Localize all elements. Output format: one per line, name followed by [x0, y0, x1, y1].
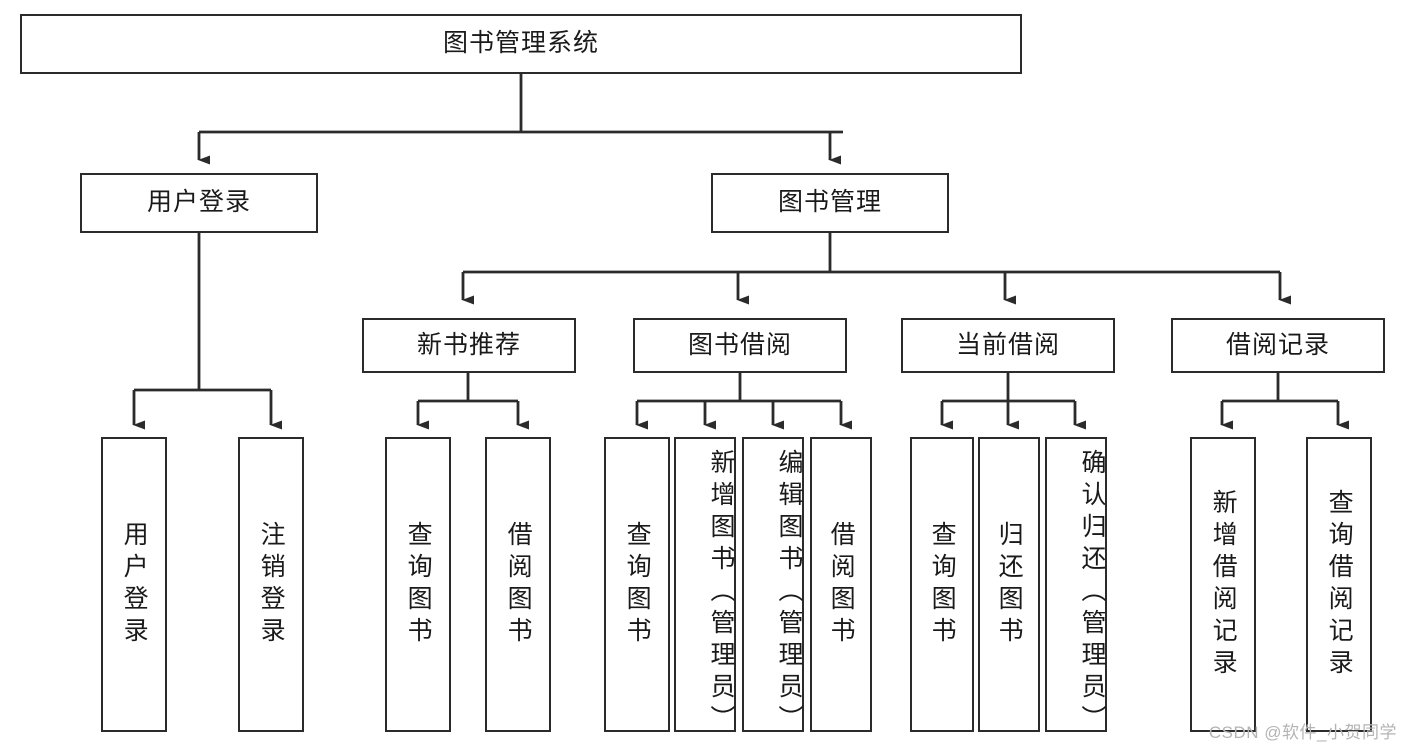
node-label: 借阅图书: [827, 520, 856, 649]
leaf-borrow-book-borrow[interactable]: 借阅图书: [810, 437, 872, 732]
node-label: 用户登录: [146, 188, 251, 217]
leaf-edit-book-admin[interactable]: 编辑图书（管理员）: [742, 437, 804, 737]
node-user-login[interactable]: 用户登录: [80, 173, 318, 233]
node-borrow-record[interactable]: 借阅记录: [1171, 318, 1385, 373]
leaf-return-book[interactable]: 归还图书: [978, 437, 1040, 732]
node-current-borrow[interactable]: 当前借阅: [901, 318, 1115, 373]
node-label: 查询图书: [404, 520, 433, 649]
leaf-add-borrow-record[interactable]: 新增借阅记录: [1190, 437, 1256, 732]
node-label: 图书借阅: [687, 330, 792, 359]
leaf-query-book-recommend[interactable]: 查询图书: [385, 437, 451, 732]
node-label: 新增借阅记录: [1209, 488, 1238, 681]
node-label: 注销登录: [257, 520, 286, 649]
node-label: 当前借阅: [955, 330, 1060, 359]
leaf-query-borrow-record[interactable]: 查询借阅记录: [1306, 437, 1372, 732]
leaf-query-book-borrow[interactable]: 查询图书: [604, 437, 670, 732]
leaf-borrow-book-recommend[interactable]: 借阅图书: [485, 437, 551, 732]
node-label: 归还图书: [995, 520, 1024, 649]
leaf-user-logout[interactable]: 注销登录: [238, 437, 304, 732]
node-label: 新增图书（管理员）: [707, 449, 735, 737]
node-book-management-system[interactable]: 图书管理系统: [20, 14, 1022, 74]
node-label: 查询图书: [928, 520, 957, 649]
node-label: 图书管理系统: [442, 29, 599, 58]
leaf-query-book-current[interactable]: 查询图书: [910, 437, 974, 732]
leaf-confirm-return-admin[interactable]: 确认归还（管理员）: [1045, 437, 1107, 737]
node-label: 查询图书: [623, 520, 652, 649]
node-label: 确认归还（管理员）: [1078, 449, 1106, 737]
node-label: 用户登录: [120, 520, 149, 649]
leaf-add-book-admin[interactable]: 新增图书（管理员）: [674, 437, 736, 737]
node-label: 查询借阅记录: [1325, 488, 1354, 681]
node-book-management[interactable]: 图书管理: [711, 173, 949, 233]
node-label: 编辑图书（管理员）: [775, 449, 803, 737]
node-label: 新书推荐: [416, 330, 521, 359]
node-label: 借阅图书: [504, 520, 533, 649]
node-book-borrow[interactable]: 图书借阅: [633, 318, 847, 373]
node-new-book-recommend[interactable]: 新书推荐: [362, 318, 576, 373]
node-label: 借阅记录: [1225, 330, 1330, 359]
node-label: 图书管理: [777, 188, 882, 217]
leaf-user-login[interactable]: 用户登录: [101, 437, 167, 732]
